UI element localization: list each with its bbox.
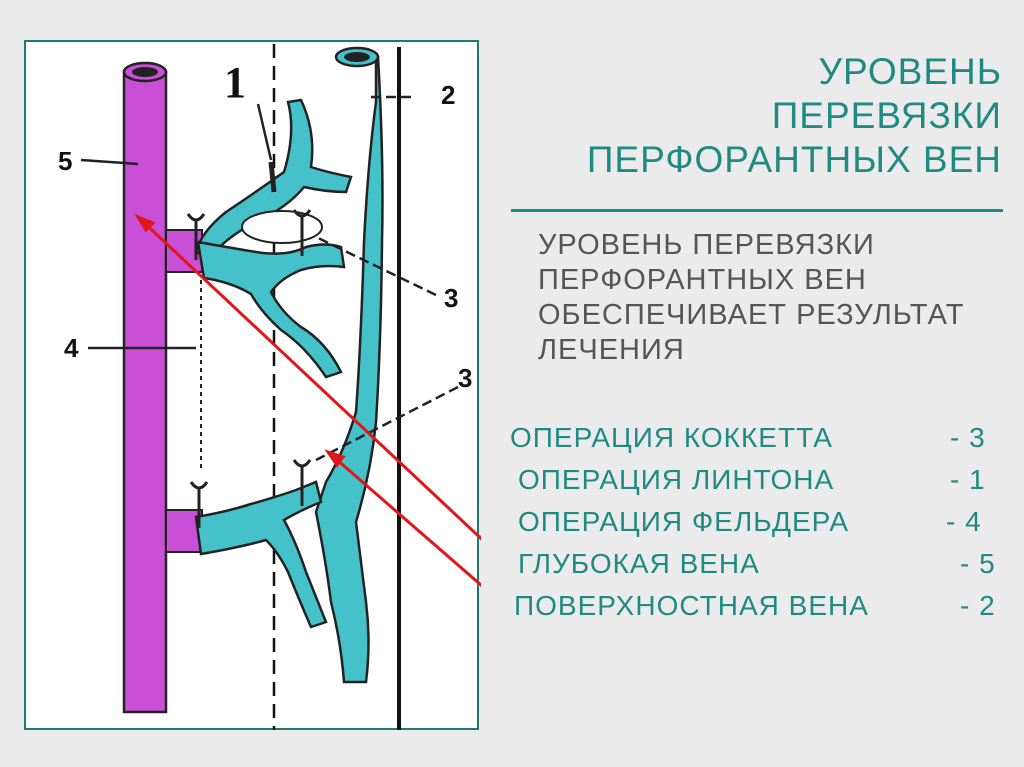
operation-number: - 2 bbox=[960, 590, 996, 621]
deep-vein bbox=[122, 61, 203, 714]
subtitle-line-2: ПЕРФОРАНТНЫХ ВЕН bbox=[538, 264, 867, 296]
diagram-label-3b: 3 bbox=[458, 363, 472, 393]
operations-list: ОПЕРАЦИЯ КОККЕТТА - 3 ОПЕРАЦИЯ ЛИНТОНА -… bbox=[510, 422, 1010, 632]
title-line-3: ПЕРФОРАНТНЫХ ВЕН bbox=[586, 139, 1002, 180]
operation-number: - 4 bbox=[946, 506, 982, 537]
operation-name: ОПЕРАЦИЯ ФЕЛЬДЕРА bbox=[518, 506, 850, 537]
operation-number: - 1 bbox=[950, 464, 986, 495]
diagram-label-5: 5 bbox=[58, 146, 72, 176]
ligature-marks bbox=[186, 209, 312, 528]
diagram-label-2: 2 bbox=[441, 80, 455, 110]
slide-subtitle: УРОВЕНЬ ПЕРЕВЯЗКИ ПЕРФОРАНТНЫХ ВЕН ОБЕСП… bbox=[538, 228, 1008, 368]
diagram-label-4: 4 bbox=[64, 333, 79, 363]
subtitle-line-4: ЛЕЧЕНИЯ bbox=[538, 334, 685, 366]
vein-diagram-svg: 1 2 3 3 4 5 bbox=[58, 44, 481, 730]
operation-number: - 5 bbox=[960, 548, 996, 579]
operation-row: ГЛУБОКАЯ ВЕНА - 5 bbox=[510, 548, 1010, 590]
operation-name: ОПЕРАЦИЯ КОККЕТТА bbox=[510, 422, 833, 453]
title-line-2: ПЕРЕВЯЗКИ bbox=[771, 95, 1002, 136]
title-divider bbox=[511, 209, 1003, 212]
superficial-vein bbox=[194, 46, 384, 684]
operation-row: ОПЕРАЦИЯ ЛИНТОНА - 1 bbox=[510, 464, 1010, 506]
title-line-1: УРОВЕНЬ bbox=[818, 51, 1002, 92]
subtitle-line-1: УРОВЕНЬ ПЕРЕВЯЗКИ bbox=[538, 229, 875, 261]
slide-title: УРОВЕНЬ ПЕРЕВЯЗКИ ПЕРФОРАНТНЫХ ВЕН bbox=[482, 50, 1002, 182]
operation-row: ОПЕРАЦИЯ ФЕЛЬДЕРА - 4 bbox=[510, 506, 1010, 548]
operation-name: ГЛУБОКАЯ ВЕНА bbox=[518, 548, 760, 579]
red-pointer-arrows bbox=[134, 213, 481, 587]
operation-name: ПОВЕРХНОСТНАЯ ВЕНА bbox=[514, 590, 869, 621]
operation-name: ОПЕРАЦИЯ ЛИНТОНА bbox=[518, 464, 835, 495]
operation-row: ПОВЕРХНОСТНАЯ ВЕНА - 2 bbox=[510, 590, 1010, 632]
operation-row: ОПЕРАЦИЯ КОККЕТТА - 3 bbox=[510, 422, 1010, 464]
vein-diagram: 1 2 3 3 4 5 bbox=[24, 40, 481, 730]
subtitle-line-3: ОБЕСПЕЧИВАЕТ РЕЗУЛЬТАТ bbox=[538, 299, 965, 331]
label-leaders bbox=[80, 95, 459, 462]
diagram-label-1: 1 bbox=[224, 58, 246, 107]
operation-number: - 3 bbox=[950, 422, 986, 453]
diagram-label-3a: 3 bbox=[444, 283, 458, 313]
